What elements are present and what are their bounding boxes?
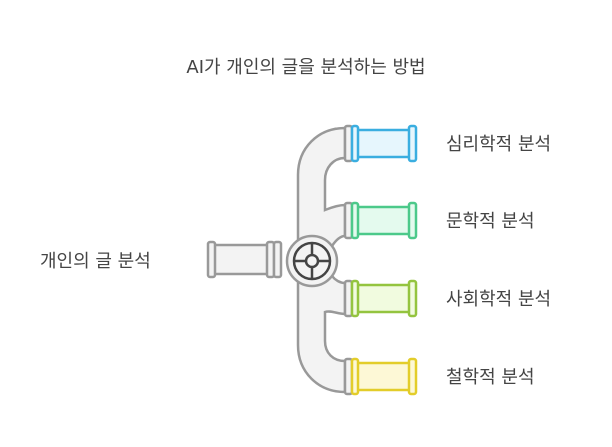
branch-pipe: [343, 201, 418, 240]
branch-label: 사회학적 분석: [446, 289, 552, 310]
branch-label: 철학적 분석: [446, 367, 535, 388]
pipe-cap: [350, 124, 360, 163]
branch-pipe: [343, 279, 418, 318]
pipe-cap: [350, 279, 360, 318]
pipe-cap: [407, 124, 418, 163]
pipe-cap: [350, 357, 360, 396]
branch-pipe: [343, 124, 418, 163]
branch-label: 심리학적 분석: [446, 134, 552, 155]
pipe-body: [354, 283, 414, 314]
branch-pipe: [343, 357, 418, 396]
pipe-cap: [407, 201, 418, 240]
pipe-cap: [407, 357, 418, 396]
source-label: 개인의 글 분석: [40, 251, 151, 272]
branch-label: 문학적 분석: [446, 211, 535, 232]
pipe-body: [354, 361, 414, 392]
diagram-title: AI가 개인의 글을 분석하는 방법: [186, 57, 426, 78]
pipe-body: [354, 205, 414, 236]
pipe-cap: [407, 279, 418, 318]
pipe-body: [354, 128, 414, 159]
input-pipe: [206, 240, 283, 279]
valve-icon: [285, 234, 339, 288]
pipe-cap: [350, 201, 360, 240]
